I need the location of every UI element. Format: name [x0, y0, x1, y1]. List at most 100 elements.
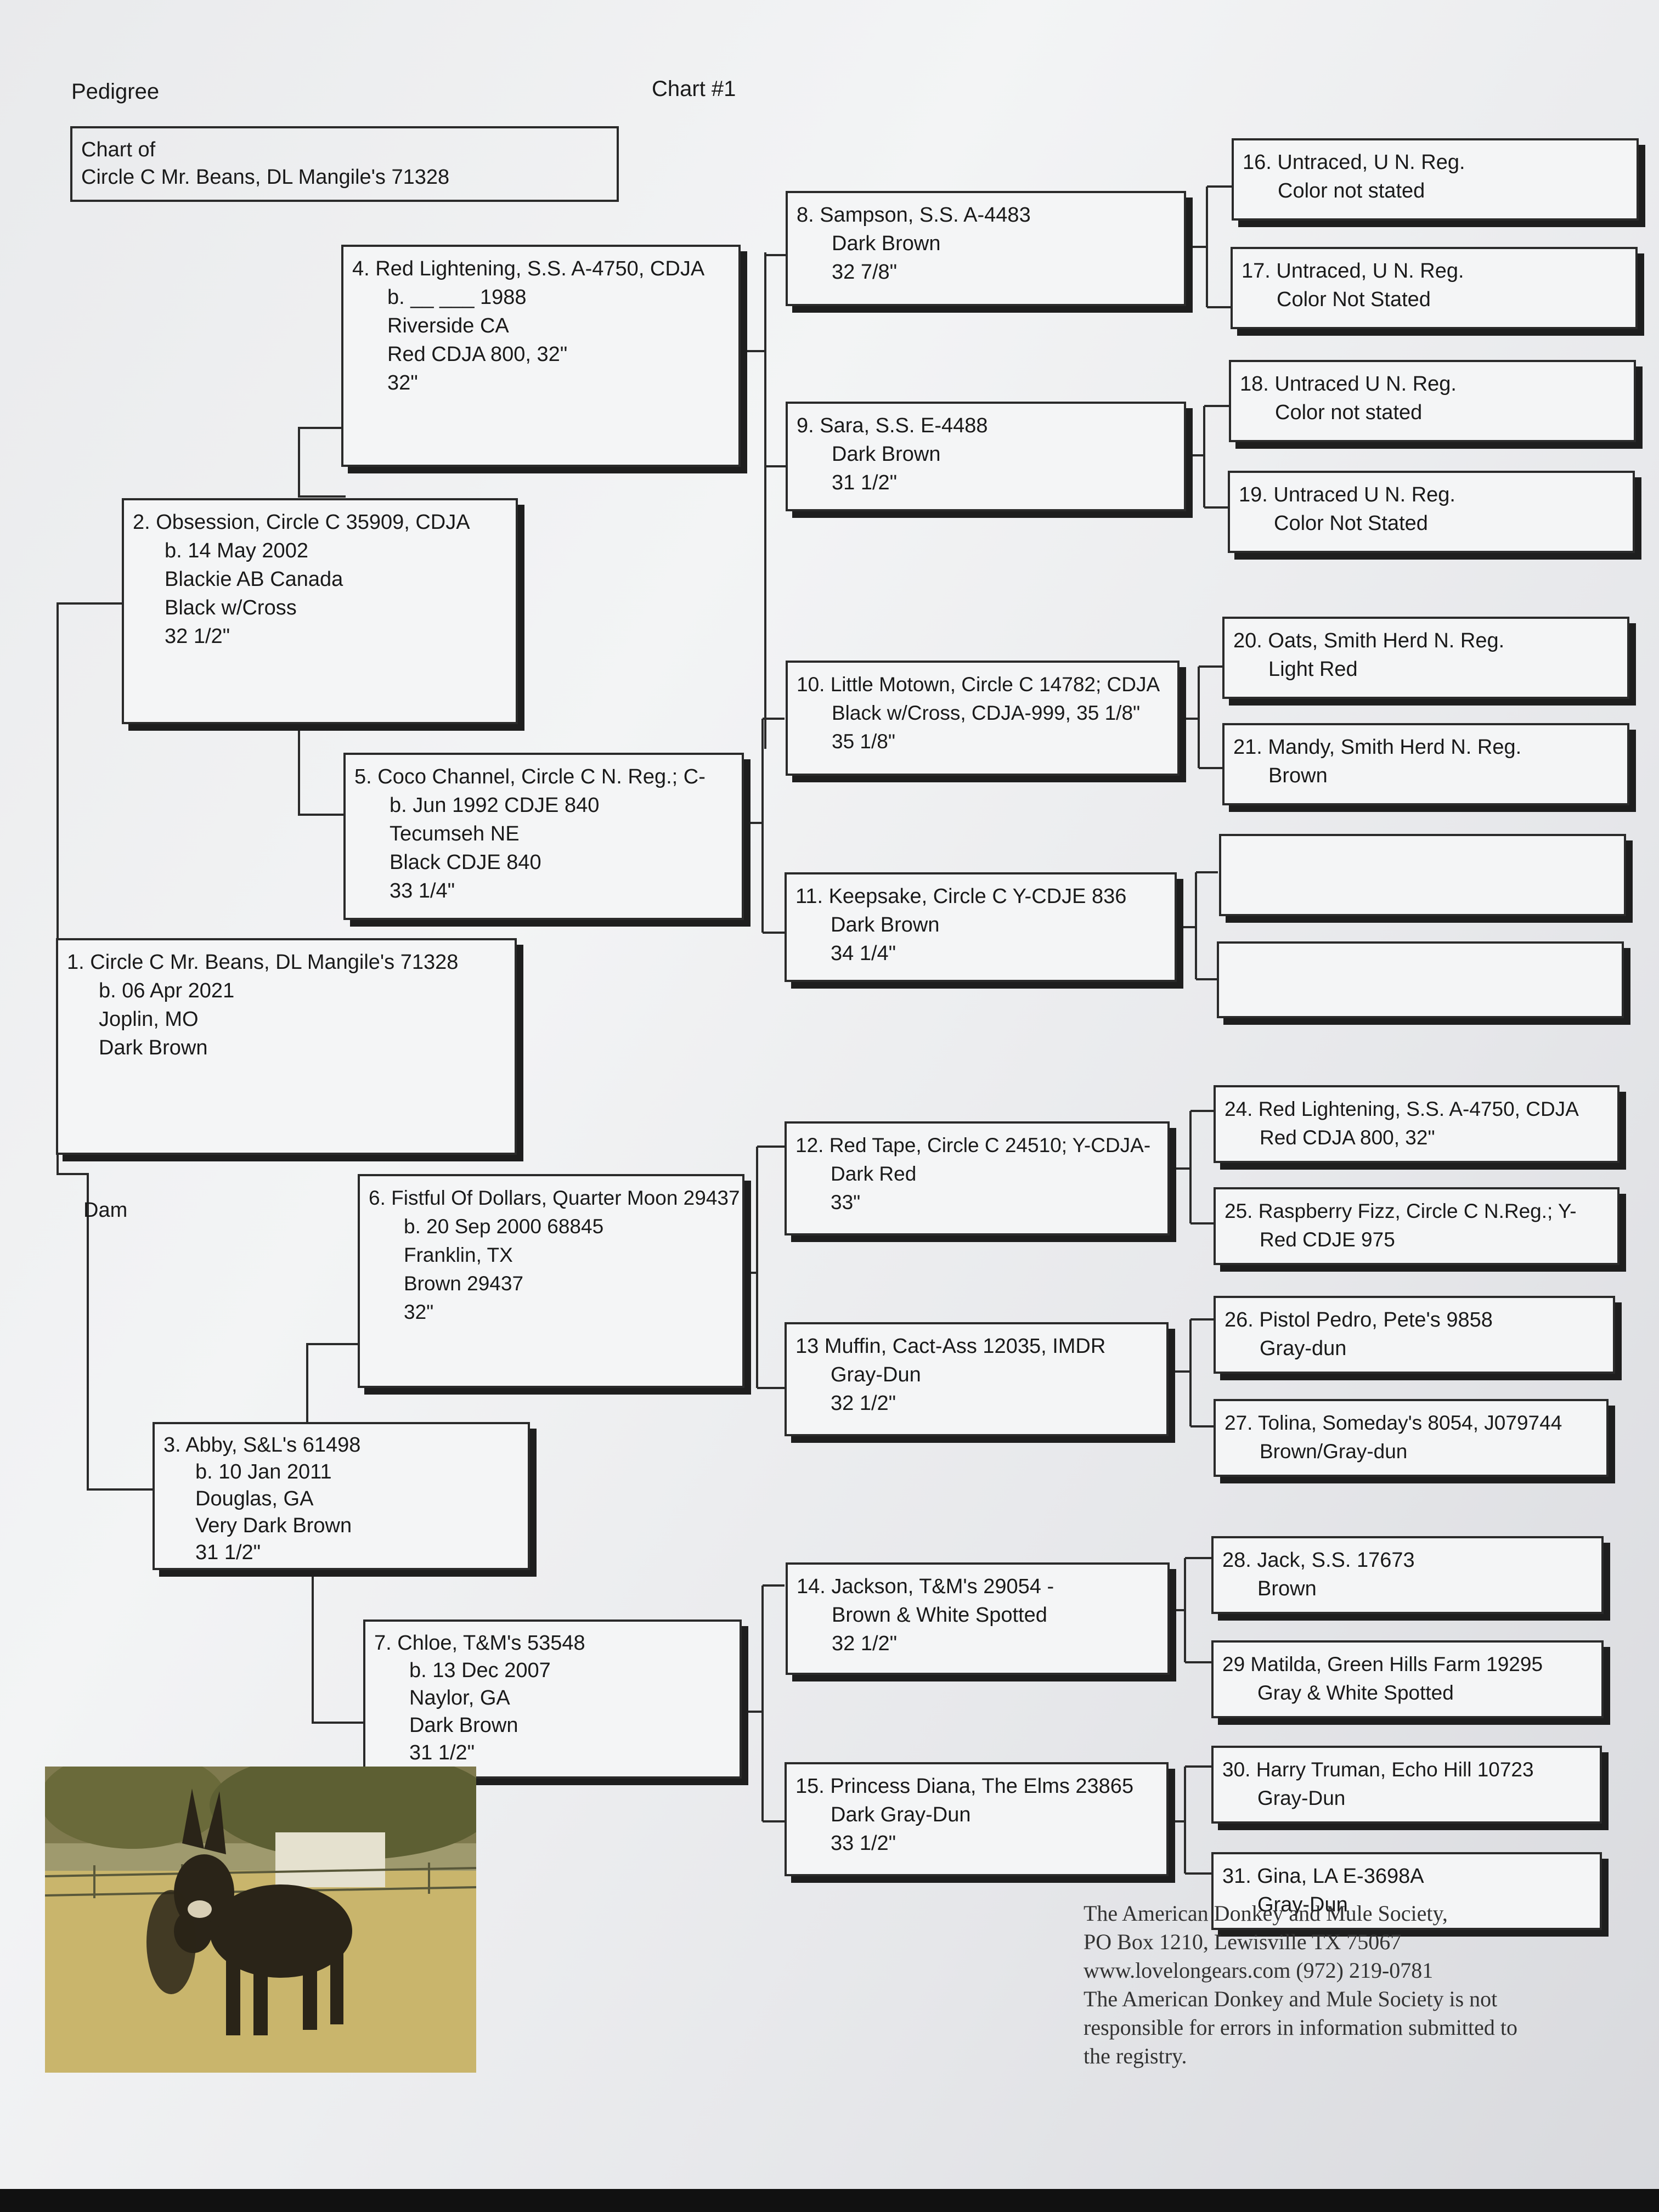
- entry-5: 5. Coco Channel, Circle C N. Reg.; C- b.…: [343, 753, 744, 920]
- entry-height: 31 1/2": [409, 1741, 475, 1764]
- entry-name: 21. Mandy, Smith Herd N. Reg.: [1233, 736, 1522, 759]
- entry-name: 7. Chloe, T&M's 53548: [374, 1632, 585, 1655]
- entry-22-blank: [1219, 834, 1626, 916]
- entry-14: 14. Jackson, T&M's 29054 - Brown & White…: [786, 1562, 1170, 1675]
- footer-line: responsible for errors in information su…: [1084, 2015, 1517, 2040]
- entry-name: 16. Untraced, U N. Reg.: [1243, 151, 1465, 174]
- footer-line: www.lovelongears.com (972) 219-0781: [1084, 1958, 1434, 1983]
- entry-name: 15. Princess Diana, The Elms 23865: [795, 1775, 1134, 1798]
- entry-color: Color not stated: [1278, 179, 1425, 202]
- entry-place: Douglas, GA: [195, 1487, 314, 1510]
- entry-color: Dark Gray-Dun: [831, 1803, 971, 1826]
- registry-footer: The American Donkey and Mule Society, PO…: [1084, 1899, 1632, 2070]
- entry-name: 10. Little Motown, Circle C 14782; CDJA: [797, 673, 1160, 696]
- entry-color: Color Not Stated: [1277, 288, 1431, 311]
- entry-height: 32 1/2": [165, 625, 230, 648]
- entry-name: 11. Keepsake, Circle C Y-CDJE 836: [795, 885, 1127, 908]
- entry-birth: b. 06 Apr 2021: [99, 979, 235, 1002]
- entry-name: 8. Sampson, S.S. A-4483: [797, 204, 1031, 227]
- entry-color: Dark Brown: [409, 1714, 518, 1737]
- entry-color: Brown 29437: [404, 1272, 524, 1295]
- entry-birth: b. 10 Jan 2011: [195, 1460, 332, 1483]
- entry-color: Black CDJE 840: [390, 851, 541, 874]
- entry-28: 28. Jack, S.S. 17673 Brown: [1211, 1536, 1604, 1614]
- entry-color: Dark Brown: [99, 1036, 208, 1059]
- entry-color: Light Red: [1268, 658, 1358, 681]
- donkey-photo-drawing: [45, 1767, 476, 2073]
- entry-color: Dark Brown: [832, 232, 941, 255]
- entry-birth: b. 20 Sep 2000 68845: [404, 1215, 604, 1238]
- entry-21: 21. Mandy, Smith Herd N. Reg. Brown: [1222, 723, 1629, 805]
- entry-name: 28. Jack, S.S. 17673: [1222, 1549, 1415, 1572]
- entry-color: Dark Brown: [831, 913, 940, 936]
- entry-13: 13 Muffin, Cact-Ass 12035, IMDR Gray-Dun…: [785, 1322, 1169, 1436]
- entry-name: 17. Untraced, U N. Reg.: [1242, 259, 1464, 283]
- chart-of-label: Chart of: [81, 138, 156, 161]
- entry-birth: b. 14 May 2002: [165, 539, 308, 562]
- chart-of-box: Chart of Circle C Mr. Beans, DL Mangile'…: [70, 126, 619, 202]
- entry-height: 32 1/2": [831, 1392, 896, 1415]
- entry-name: 3. Abby, S&L's 61498: [163, 1434, 361, 1457]
- entry-color: Very Dark Brown: [195, 1514, 352, 1537]
- chart-number: Chart #1: [652, 77, 736, 101]
- entry-23-blank: [1217, 941, 1624, 1018]
- entry-height: 35 1/8": [832, 730, 896, 753]
- chart-of-subject: Circle C Mr. Beans, DL Mangile's 71328: [81, 166, 450, 189]
- entry-height: 32": [404, 1301, 434, 1323]
- entry-color: Red CDJE 975: [1260, 1228, 1395, 1251]
- entry-27: 27. Tolina, Someday's 8054, J079744 Brow…: [1214, 1399, 1609, 1477]
- entry-16: 16. Untraced, U N. Reg. Color not stated: [1232, 138, 1639, 221]
- entry-color: Gray-Dun: [831, 1363, 921, 1386]
- entry-place: Riverside CA: [387, 314, 509, 337]
- entry-color: Black w/Cross: [165, 596, 297, 619]
- pedigree-heading: Pedigree: [71, 80, 160, 104]
- entry-name: 13 Muffin, Cact-Ass 12035, IMDR: [795, 1335, 1106, 1358]
- entry-height: 33 1/4": [390, 879, 455, 902]
- entry-color: Gray & White Spotted: [1257, 1681, 1454, 1704]
- photo-edge-shadow: [0, 2189, 1659, 2212]
- entry-name: 5. Coco Channel, Circle C N. Reg.; C-: [354, 765, 706, 788]
- entry-color: Brown: [1257, 1577, 1317, 1600]
- entry-height: 33": [831, 1191, 861, 1214]
- entry-name: 9. Sara, S.S. E-4488: [797, 414, 988, 437]
- entry-name: 24. Red Lightening, S.S. A-4750, CDJA: [1224, 1098, 1579, 1120]
- entry-color: Brown & White Spotted: [832, 1604, 1047, 1627]
- entry-color: Red CDJA 800, 32": [1260, 1126, 1435, 1149]
- entry-26: 26. Pistol Pedro, Pete's 9858 Gray-dun: [1214, 1296, 1615, 1374]
- entry-17: 17. Untraced, U N. Reg. Color Not Stated: [1231, 247, 1638, 329]
- entry-30: 30. Harry Truman, Echo Hill 10723 Gray-D…: [1211, 1746, 1602, 1824]
- entry-name: 1. Circle C Mr. Beans, DL Mangile's 7132…: [67, 951, 459, 974]
- entry-color: Dark Red: [831, 1163, 917, 1185]
- entry-birth: b. __ ___ 1988: [387, 286, 527, 309]
- entry-name: 29 Matilda, Green Hills Farm 19295: [1222, 1653, 1543, 1675]
- footer-line: The American Donkey and Mule Society is …: [1084, 1987, 1498, 2011]
- entry-place: Tecumseh NE: [390, 822, 520, 845]
- entry-24: 24. Red Lightening, S.S. A-4750, CDJA Re…: [1214, 1085, 1620, 1163]
- entry-19: 19. Untraced U N. Reg. Color Not Stated: [1228, 471, 1635, 553]
- entry-9: 9. Sara, S.S. E-4488 Dark Brown 31 1/2": [786, 402, 1186, 511]
- entry-color: Gray-dun: [1260, 1337, 1347, 1360]
- entry-name: 4. Red Lightening, S.S. A-4750, CDJA: [352, 257, 705, 280]
- entry-color: Brown: [1268, 764, 1328, 787]
- entry-name: 2. Obsession, Circle C 35909, CDJA: [133, 511, 470, 534]
- entry-height: 32 7/8": [832, 261, 898, 284]
- entry-name: 20. Oats, Smith Herd N. Reg.: [1233, 629, 1505, 652]
- entry-height: 32 1/2": [832, 1632, 898, 1655]
- entry-color: Gray-Dun: [1257, 1787, 1346, 1809]
- entry-height: 33 1/2": [831, 1832, 896, 1855]
- entry-29: 29 Matilda, Green Hills Farm 19295 Gray …: [1211, 1640, 1604, 1718]
- entry-color: Red CDJA 800, 32": [387, 343, 568, 366]
- entry-name: 25. Raspberry Fizz, Circle C N.Reg.; Y-: [1224, 1200, 1577, 1222]
- entry-color: Brown/Gray-dun: [1260, 1440, 1408, 1463]
- entry-8: 8. Sampson, S.S. A-4483 Dark Brown 32 7/…: [786, 191, 1186, 306]
- dam-label: Dam: [83, 1199, 128, 1222]
- entry-place: Naylor, GA: [409, 1686, 510, 1709]
- entry-18: 18. Untraced U N. Reg. Color not stated: [1229, 360, 1636, 442]
- entry-color: Gray-Dun: [1257, 1893, 1348, 1916]
- entry-height: 31 1/2": [195, 1541, 261, 1564]
- entry-name: 30. Harry Truman, Echo Hill 10723: [1222, 1758, 1534, 1781]
- entry-name: 31. Gina, LA E-3698A: [1222, 1865, 1424, 1888]
- entry-birth: b. 13 Dec 2007: [409, 1659, 551, 1682]
